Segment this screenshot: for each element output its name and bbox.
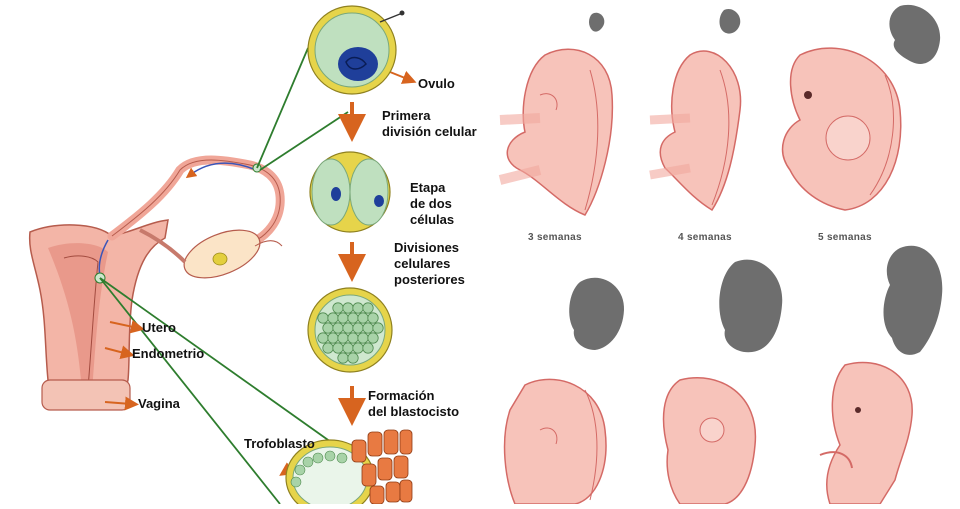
morula-cell (322, 322, 334, 334)
morula-cell (337, 332, 349, 344)
morula-cell (367, 312, 379, 324)
cell-two-cells (309, 151, 391, 233)
morula-cell (347, 332, 359, 344)
label-etapa-2: de dos (410, 196, 452, 211)
label-divisiones-3: posteriores (394, 272, 465, 287)
morula-cell (352, 342, 364, 354)
week-label-4: 4 semanas (678, 232, 732, 243)
uterus-illustration (28, 155, 285, 411)
label-divisiones-2: celulares (394, 256, 451, 271)
label-etapa-3: células (410, 212, 455, 227)
week-label-5: 5 semanas (818, 232, 872, 243)
morula-cell (367, 332, 379, 344)
morula-cell (357, 312, 369, 324)
embryo-7-weeks (503, 378, 607, 505)
embryo-8-weeks (662, 377, 757, 505)
morula-cell (347, 352, 359, 364)
morula-cell (342, 322, 354, 334)
embryo-5-weeks (781, 47, 902, 211)
embryo-3-weeks (498, 48, 614, 216)
label-primera-1: Primera (382, 108, 431, 123)
morula-cell (357, 332, 369, 344)
label-trofoblasto: Trofoblasto (244, 436, 315, 451)
label-etapa-1: Etapa (410, 180, 446, 195)
morula-cell (372, 322, 384, 334)
morula-cell (352, 322, 364, 334)
blastocyst (285, 429, 413, 509)
embryo-4-weeks (649, 50, 742, 212)
morula-cell (332, 342, 344, 354)
morula-cell (342, 342, 354, 354)
morula-cell (322, 342, 334, 354)
morula-cell (342, 302, 354, 314)
morula-cell (332, 322, 344, 334)
label-endometrio: Endometrio (132, 346, 205, 361)
label-utero: Utero (142, 320, 176, 335)
morula-cell (362, 322, 374, 334)
morula-cell (327, 332, 339, 344)
morula-cell (352, 302, 364, 314)
cell-ovulo (307, 5, 405, 95)
cell-morula (307, 287, 393, 373)
connector-lines (99, 47, 349, 505)
label-formacion-2: del blastocisto (368, 404, 460, 419)
size-silhouettes (569, 4, 943, 355)
morula-cell (362, 342, 374, 354)
embryo-9-weeks (819, 361, 913, 505)
label-divisiones-1: Divisiones (394, 240, 460, 255)
morula-cell (347, 312, 359, 324)
label-vagina: Vagina (138, 396, 180, 411)
label-formacion-1: Formación (368, 388, 435, 403)
label-ovulo: Ovulo (418, 76, 455, 91)
morula-cell (337, 352, 349, 364)
morula-cell (317, 312, 329, 324)
label-pointers (104, 70, 417, 476)
morula-cell (337, 312, 349, 324)
endometrium-tissue (351, 429, 413, 505)
morula-cell (362, 302, 374, 314)
label-primera-2: división celular (382, 124, 477, 139)
morula-cell (317, 332, 329, 344)
morula-cell (327, 312, 339, 324)
morula-cell (332, 302, 344, 314)
week-label-3: 3 semanas (528, 232, 582, 243)
